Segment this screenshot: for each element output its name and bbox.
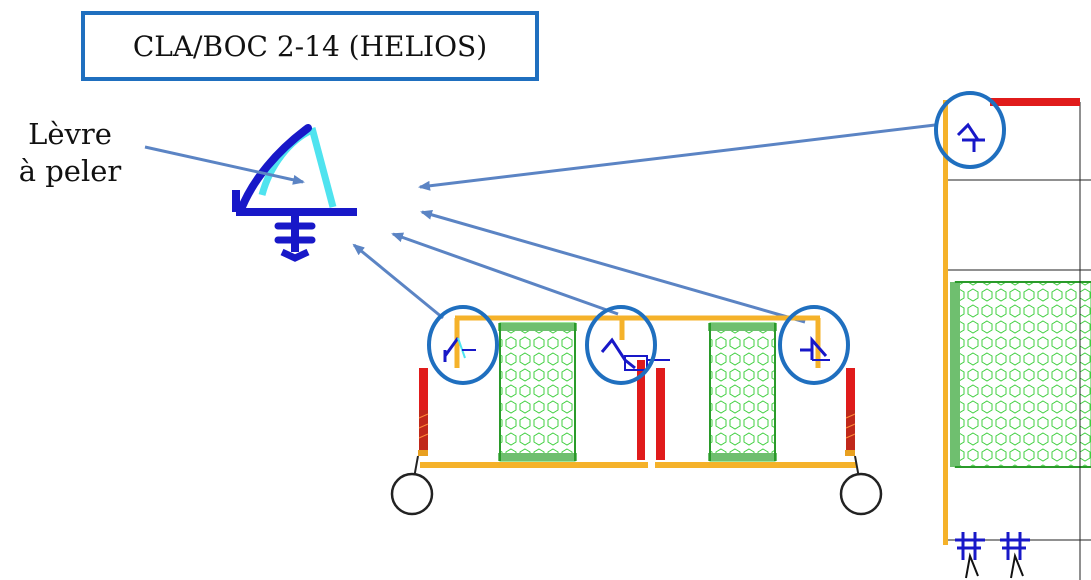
mesh-panel-vertical <box>954 281 1091 468</box>
callout-arrows <box>144 123 936 324</box>
callout-circle-right <box>778 305 850 385</box>
enlarged-seal-profile-icon <box>232 124 357 262</box>
bottom-fasteners-icon <box>955 532 1030 560</box>
mesh-panel-left <box>499 322 576 462</box>
arrow-label-to-lip <box>144 145 305 185</box>
seal-profile-small-middle-icon <box>600 337 670 371</box>
arrow-right-callout <box>418 123 936 191</box>
title-box: CLA/BOC 2-14 (HELIOS) <box>81 11 539 81</box>
callout-circle-top <box>934 91 1006 169</box>
diagram-title: CLA/BOC 2-14 (HELIOS) <box>132 29 488 63</box>
seal-profile-small-top-icon <box>956 122 985 152</box>
lip-label-line2: à peler <box>18 154 122 188</box>
arrow-middle-callout <box>391 232 619 316</box>
callout-circle-left <box>427 305 499 385</box>
vertical-assembly <box>934 91 1091 580</box>
callout-circle-middle <box>585 305 657 385</box>
seal-profile-small-left-icon <box>443 337 476 362</box>
wheel-right-icon <box>839 472 883 516</box>
mesh-panel-right <box>709 322 776 462</box>
seal-profile-small-right-icon <box>800 336 830 361</box>
arrow-right-car-callout <box>420 209 806 324</box>
wheel-left-icon <box>390 472 434 516</box>
lip-label-line1: Lèvre <box>28 117 112 151</box>
lip-label: Lèvre à peler <box>0 116 140 190</box>
horizontal-assembly <box>390 305 883 516</box>
arrow-left-callout <box>352 243 444 320</box>
